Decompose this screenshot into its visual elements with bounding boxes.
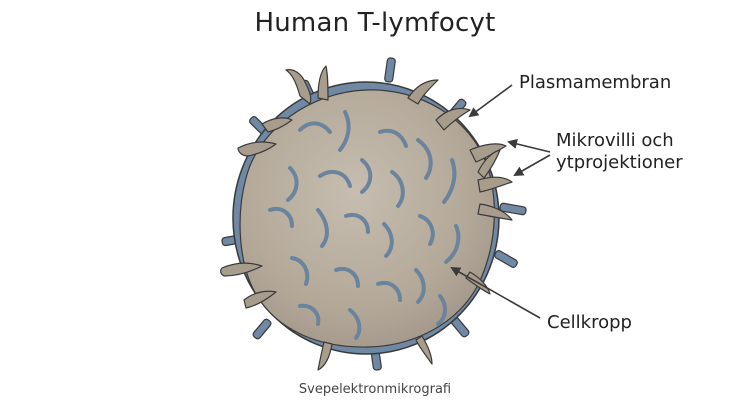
label-microvilli-line2: ytprojektioner	[556, 152, 683, 173]
figure-caption: Svepelektronmikrografi	[298, 382, 452, 397]
diagram-title: Human T-lymfocyt	[254, 8, 496, 38]
arrow-membrane	[468, 84, 513, 118]
arrow-microvilli-lower	[513, 154, 551, 176]
label-microvilli: Mikrovilli och ytprojektioner	[556, 130, 683, 174]
surface-grooves	[268, 110, 461, 340]
annotation-arrows	[450, 84, 551, 319]
arrow-cell-body	[450, 267, 541, 319]
label-plasma-membrane: Plasmamembran	[519, 72, 672, 93]
label-microvilli-line1: Mikrovilli och	[556, 130, 674, 151]
microvilli	[220, 65, 513, 371]
label-cell-body: Cellkropp	[547, 312, 632, 333]
arrow-microvilli-upper	[507, 139, 551, 153]
